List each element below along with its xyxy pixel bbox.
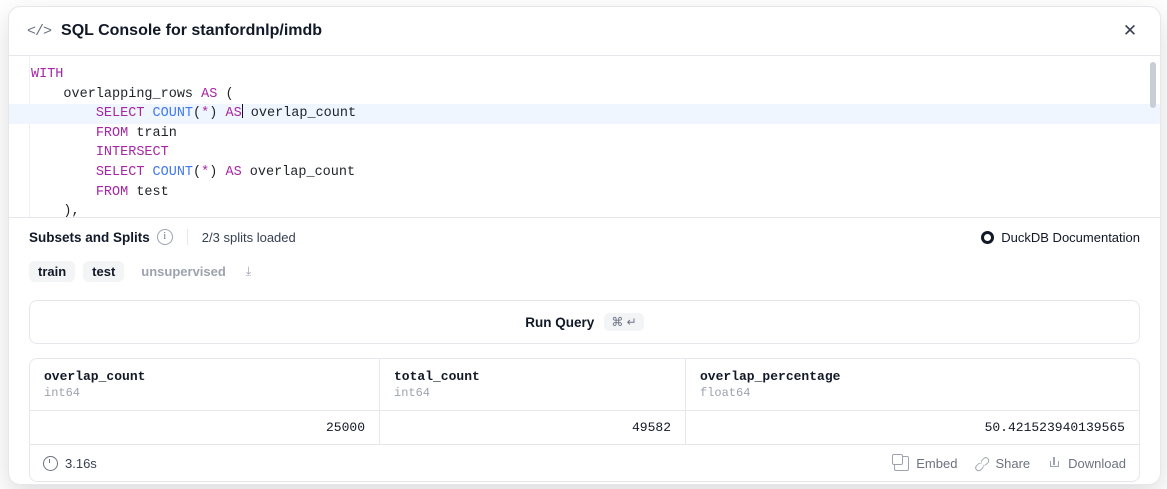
sql-editor[interactable]: WITH overlapping_rows AS ( SELECT COUNT(… [9, 55, 1160, 218]
column-header-total-count: total_count int64 [380, 359, 686, 411]
subsets-title: Subsets and Splits [29, 229, 150, 245]
results-actions: Embed Share Download [892, 453, 1126, 471]
embed-button[interactable]: Embed [892, 453, 958, 471]
tab-train[interactable]: train [29, 260, 76, 282]
code-line: FROM test [95, 184, 169, 200]
code-line: overlapping_rows AS ( [31, 86, 234, 102]
column-header-overlap-percentage: overlap_percentage float64 [686, 359, 1139, 411]
column-name: overlap_count [44, 369, 146, 384]
duckdb-documentation-link[interactable]: DuckDB Documentation [981, 230, 1140, 245]
clock-icon [43, 455, 58, 471]
code-line: FROM train [95, 125, 177, 141]
query-elapsed-time: 3.16s [43, 455, 97, 471]
page-title: SQL Console for stanfordnlp/imdb [61, 22, 323, 39]
column-name: overlap_percentage [700, 369, 841, 384]
table-row: 25000 49582 50.421523940139565 [30, 411, 1139, 445]
results-table: overlap_count int64 total_count int64 ov… [29, 358, 1140, 482]
code-line: ), [31, 204, 80, 218]
share-icon [973, 454, 991, 472]
code-line: SELECT COUNT(*) AS overlap_count [95, 164, 356, 180]
split-tabs: train test unsupervised ⤓ [9, 256, 1160, 286]
column-header-overlap-count: overlap_count int64 [30, 359, 380, 411]
run-query-label: Run Query [525, 314, 595, 330]
tab-test[interactable]: test [83, 260, 125, 282]
splits-loaded-status: 2/3 splits loaded [201, 229, 296, 245]
download-icon [1048, 456, 1061, 470]
code-brackets-icon: </> [27, 22, 52, 40]
editor-scrollbar[interactable] [1150, 62, 1156, 108]
download-label: Download [1068, 455, 1126, 471]
results-footer: 3.16s Embed Share Download [30, 445, 1139, 481]
modal-header: </> SQL Console for stanfordnlp/imdb ✕ [9, 7, 1160, 55]
cell-total-count: 49582 [380, 411, 686, 445]
column-name: total_count [394, 369, 480, 384]
column-type: int64 [44, 386, 81, 400]
download-button[interactable]: Download [1048, 456, 1126, 471]
code-line: SELECT COUNT(*) AS overlap_count [9, 104, 1160, 124]
info-icon[interactable]: i [156, 229, 173, 245]
editor-gutter [9, 56, 30, 217]
code-line: INTERSECT [95, 145, 169, 161]
elapsed-label: 3.16s [65, 455, 97, 471]
duckdb-icon [981, 230, 995, 244]
subsets-bar: Subsets and Splits i 2/3 splits loaded D… [9, 218, 1160, 256]
cell-overlap-percentage: 50.421523940139565 [686, 411, 1139, 445]
text-caret [241, 104, 243, 119]
code-line: WITH [31, 67, 64, 82]
tab-unsupervised[interactable]: unsupervised [141, 263, 226, 279]
sql-console-modal: </> SQL Console for stanfordnlp/imdb ✕ W… [8, 6, 1161, 485]
column-type: int64 [394, 386, 431, 400]
share-button[interactable]: Share [975, 456, 1030, 471]
share-label: Share [995, 455, 1031, 471]
embed-icon [892, 453, 910, 471]
run-query-button[interactable]: Run Query ⌘ ↵ [29, 300, 1140, 344]
run-query-shortcut: ⌘ ↵ [604, 313, 644, 331]
divider [186, 229, 188, 245]
embed-label: Embed [916, 455, 958, 471]
duckdb-documentation-label: DuckDB Documentation [1001, 229, 1140, 245]
close-icon[interactable]: ✕ [1122, 21, 1138, 40]
results-header-row: overlap_count int64 total_count int64 ov… [30, 359, 1139, 411]
cell-overlap-count: 25000 [30, 411, 380, 445]
download-icon[interactable]: ⤓ [245, 263, 252, 278]
column-type: float64 [700, 386, 751, 400]
sql-code-text[interactable]: WITH overlapping_rows AS ( SELECT COUNT(… [9, 56, 1160, 218]
